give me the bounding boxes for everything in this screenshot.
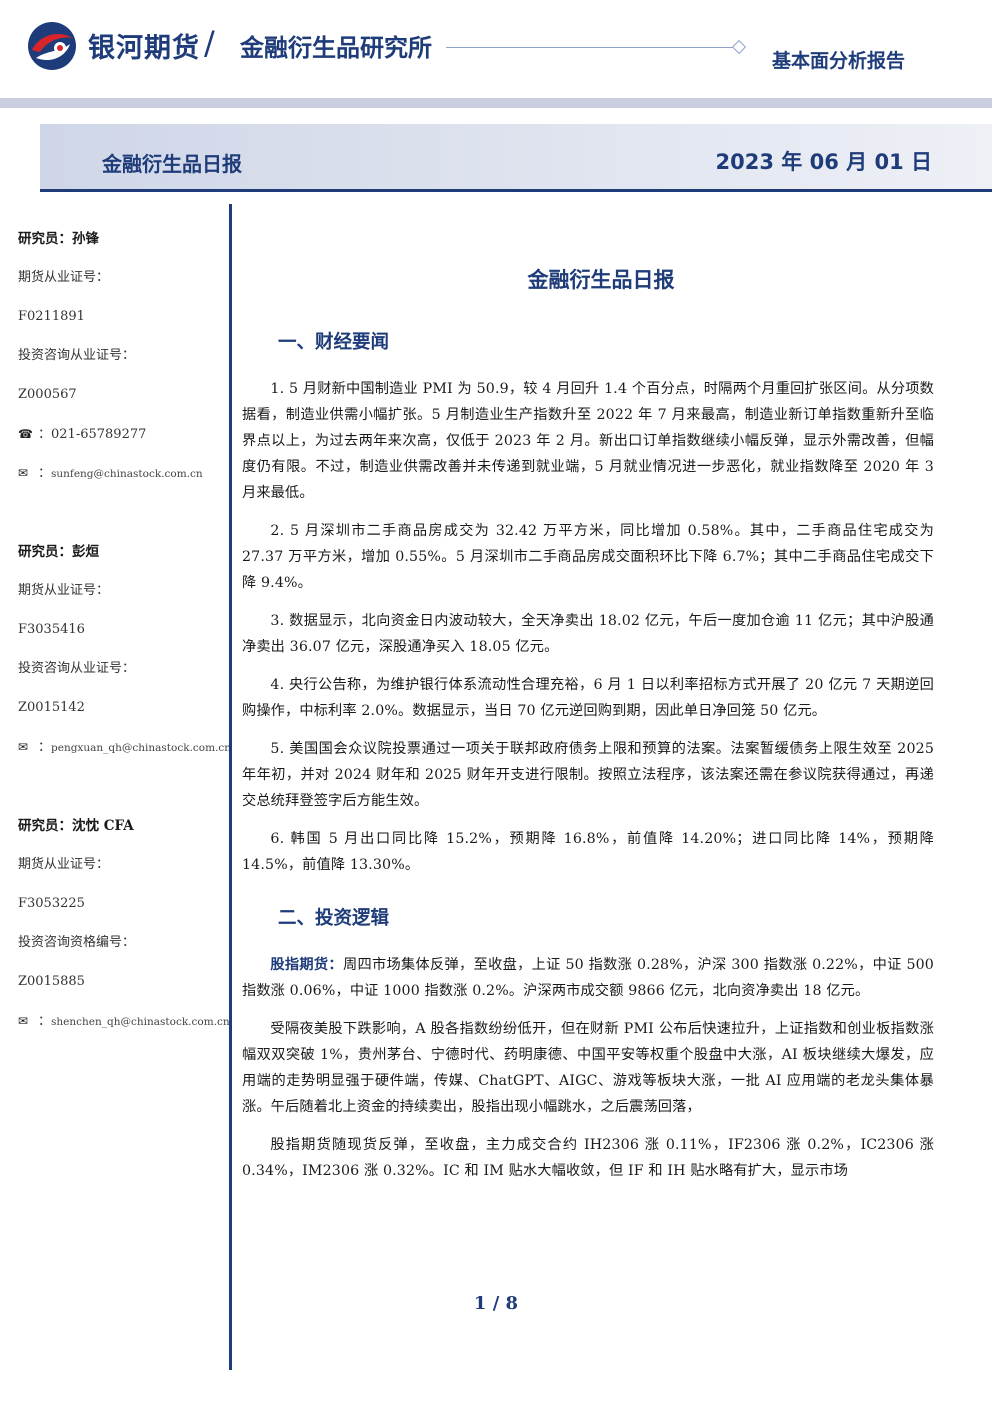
page-sep: / — [486, 1293, 506, 1314]
news-item: 5. 美国国会众议院投票通过一项关于联邦政府债务上限和预算的法案。法案暂缓债务上… — [242, 741, 934, 809]
consult-label: 投资咨询从业证号： — [18, 661, 136, 676]
email-line: ✉：sunfeng@chinastock.com.cn — [18, 460, 228, 499]
consult-number: Z0015142 — [18, 700, 85, 715]
phone-icon: ☎ — [18, 427, 33, 441]
section-heading-news: 一、财经要闻 — [278, 332, 390, 353]
consult-label: 投资咨询从业证号： — [18, 348, 136, 363]
section-heading-logic: 二、投资逻辑 — [278, 908, 390, 929]
cert-number: F3035416 — [18, 622, 85, 637]
analyst-name: 研究员：沈忱 CFA — [18, 818, 134, 834]
header-band — [0, 98, 992, 108]
consult-label: 投资咨询资格编号： — [18, 935, 136, 950]
page-number: 1 / 8 — [0, 1293, 992, 1314]
analyst-sidebar: 研究员：孙锋 期货从业证号： F0211891 投资咨询从业证号： Z00056… — [18, 226, 232, 1087]
news-item: 1. 5 月财新中国制造业 PMI 为 50.9，较 4 月回升 1.4 个百分… — [242, 381, 934, 501]
news-item: 2. 5 月深圳市二手商品房成交为 32.42 万平方米，同比增加 0.58%。… — [242, 523, 934, 591]
envelope-icon: ✉ — [18, 740, 29, 754]
news-item: 4. 央行公告称，为维护银行体系流动性合理充裕，6 月 1 日以利率招标方式开展… — [242, 677, 934, 719]
logic-lead: 股指期货： — [270, 957, 343, 973]
email-link[interactable]: sunfeng@chinastock.com.cn — [51, 468, 203, 480]
institute-name: 金融衍生品研究所 — [240, 34, 432, 62]
logic-paragraph: 股指期货随现货反弹，至收盘，主力成交合约 IH2306 涨 0.11%，IF23… — [242, 1137, 934, 1179]
header-slash: / — [204, 24, 215, 62]
envelope-icon: ✉ — [18, 466, 29, 480]
consult-number: Z0015885 — [18, 974, 85, 989]
logic-paragraph: 股指期货：周四市场集体反弹，至收盘，上证 50 指数涨 0.28%，沪深 300… — [242, 952, 934, 1004]
page-current: 1 — [473, 1293, 487, 1314]
cert-label: 期货从业证号： — [18, 857, 110, 872]
report-date: 2023 年 06 月 01 日 — [715, 150, 932, 174]
report-title: 金融衍生品日报 — [527, 268, 675, 292]
page-total: 8 — [505, 1293, 519, 1314]
analyst-name: 研究员：孙锋 — [18, 231, 99, 247]
cert-number: F0211891 — [18, 309, 85, 324]
sidebar-divider — [229, 204, 232, 1370]
cert-label: 期货从业证号： — [18, 583, 110, 598]
band-title: 金融衍生品日报 — [102, 152, 242, 176]
email-link[interactable]: shenchen_qh@chinastock.com.cn — [51, 1016, 230, 1028]
report-type: 基本面分析报告 — [772, 50, 906, 72]
email-link[interactable]: pengxuan_qh@chinastock.com.cn — [51, 742, 232, 754]
report-body: 金融衍生品日报 一、财经要闻 1. 5 月财新中国制造业 PMI 为 50.9，… — [242, 264, 934, 1196]
analyst-card: 研究员：彭烜 期货从业证号： F3035416 投资咨询从业证号： Z00151… — [18, 539, 232, 773]
analyst-card: 研究员：沈忱 CFA 期货从业证号： F3053225 投资咨询资格编号： Z0… — [18, 813, 230, 1047]
header-divider — [446, 47, 734, 48]
analyst-name: 研究员：彭烜 — [18, 544, 99, 560]
logic-text: 周四市场集体反弹，至收盘，上证 50 指数涨 0.28%，沪深 300 指数涨 … — [242, 957, 934, 999]
logic-paragraph: 受隔夜美股下跌影响，A 股各指数纷纷低开，但在财新 PMI 公布后快速拉升，上证… — [242, 1021, 934, 1115]
company-name: 银河期货 — [88, 33, 200, 64]
cert-number: F3053225 — [18, 896, 85, 911]
envelope-icon: ✉ — [18, 1014, 29, 1028]
email-line: ✉：shenchen_qh@chinastock.com.cn — [18, 1008, 230, 1047]
consult-number: Z000567 — [18, 387, 77, 402]
galaxy-logo-icon — [28, 22, 76, 70]
cert-label: 期货从业证号： — [18, 270, 110, 285]
news-item: 6. 韩国 5 月出口同比降 15.2%，预期降 16.8%，前值降 14.20… — [242, 831, 934, 873]
diamond-icon — [731, 39, 747, 55]
news-item: 3. 数据显示，北向资金日内波动较大，全天净卖出 18.02 亿元，午后一度加仓… — [242, 613, 934, 655]
analyst-card: 研究员：孙锋 期货从业证号： F0211891 投资咨询从业证号： Z00056… — [18, 226, 228, 499]
title-band: 金融衍生品日报 2023 年 06 月 01 日 — [40, 124, 992, 192]
phone-line: ☎：021-65789277 — [18, 421, 228, 460]
email-line: ✉：pengxuan_qh@chinastock.com.cn — [18, 734, 232, 773]
phone-number: 021-65789277 — [51, 427, 147, 442]
